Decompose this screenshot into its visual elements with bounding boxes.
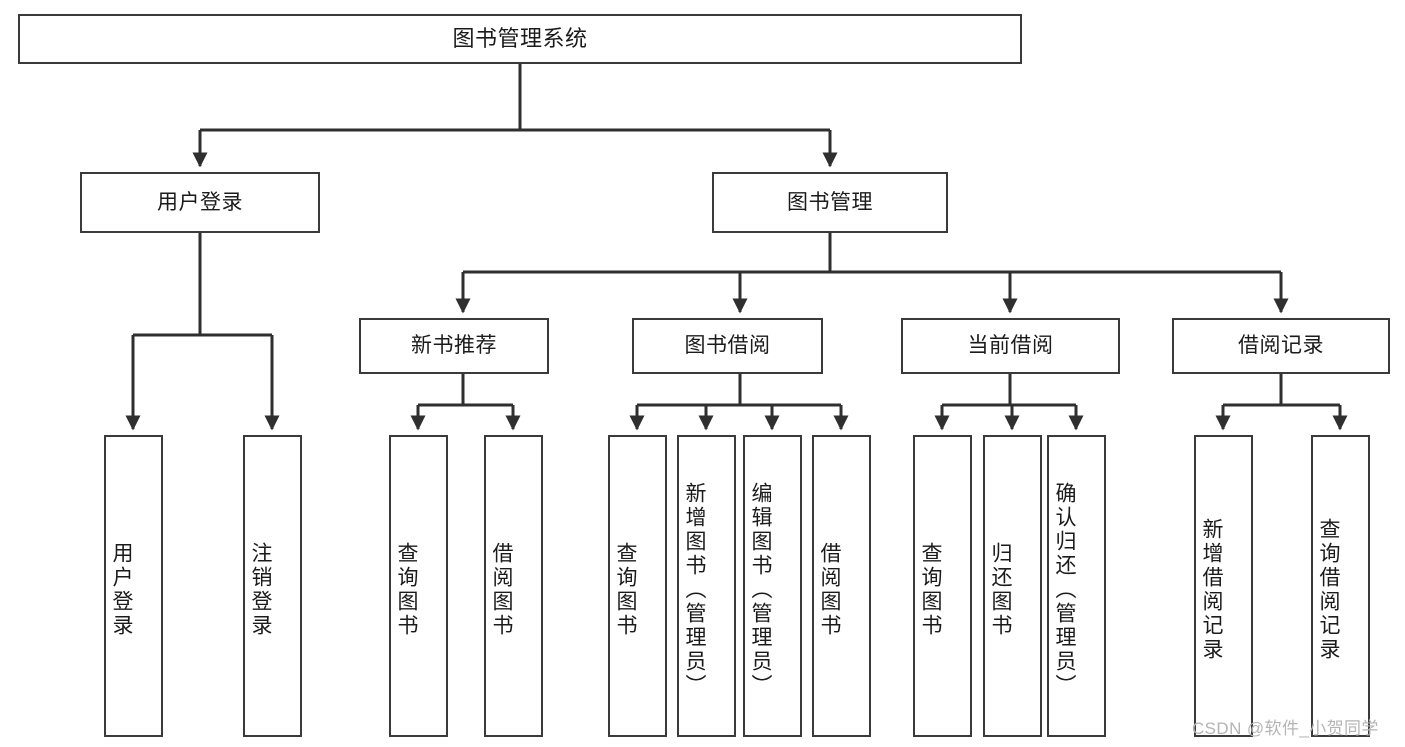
node-label: 用户登录 — [157, 190, 243, 214]
node-label: 借阅图书 — [489, 542, 513, 638]
node-label: 新增借阅记录 — [1199, 518, 1223, 662]
node-current-borrowing[interactable]: 当前借阅 — [901, 318, 1120, 374]
node-label: 归还图书 — [988, 542, 1012, 638]
leaf-current-borrow-return-books[interactable]: 归还图书 — [983, 435, 1042, 737]
node-label: 图书借阅 — [684, 334, 771, 358]
node-label: 确认归还（管理员） — [1052, 482, 1076, 698]
node-label: 新书推荐 — [411, 334, 497, 358]
node-label: 当前借阅 — [967, 334, 1054, 358]
node-book-borrowing[interactable]: 图书借阅 — [632, 318, 823, 374]
node-label: 借阅记录 — [1238, 334, 1324, 358]
node-new-book-recommendation[interactable]: 新书推荐 — [359, 318, 549, 374]
node-borrowing-records[interactable]: 借阅记录 — [1172, 318, 1390, 374]
leaf-borrow-record-query-record[interactable]: 查询借阅记录 — [1311, 435, 1370, 737]
leaf-new-book-borrow-books[interactable]: 借阅图书 — [484, 435, 543, 737]
node-label: 新增图书（管理员） — [682, 482, 706, 698]
node-label: 查询图书 — [394, 542, 418, 638]
node-user-login[interactable]: 用户登录 — [80, 172, 320, 233]
leaf-book-borrow-query-books[interactable]: 查询图书 — [608, 435, 667, 737]
leaf-borrow-record-add-record[interactable]: 新增借阅记录 — [1194, 435, 1253, 737]
node-label: 图书管理 — [787, 190, 873, 214]
node-label: 借阅图书 — [817, 542, 841, 638]
leaf-user-login-login[interactable]: 用户登录 — [104, 435, 163, 737]
node-root-book-management-system[interactable]: 图书管理系统 — [18, 14, 1022, 64]
node-label: 查询图书 — [918, 542, 942, 638]
leaf-book-borrow-add-book-admin[interactable]: 新增图书（管理员） — [677, 435, 736, 737]
node-label: 查询图书 — [613, 542, 637, 638]
leaf-user-login-logout[interactable]: 注销登录 — [243, 435, 302, 737]
csdn-watermark: CSDN @软件_小贺同学 — [1192, 719, 1379, 738]
leaf-book-borrow-edit-book-admin[interactable]: 编辑图书（管理员） — [743, 435, 802, 737]
node-label: 查询借阅记录 — [1316, 518, 1340, 662]
leaf-current-borrow-confirm-return-admin[interactable]: 确认归还（管理员） — [1047, 435, 1106, 737]
leaf-current-borrow-query-books[interactable]: 查询图书 — [913, 435, 972, 737]
node-label: 图书管理系统 — [452, 25, 588, 51]
node-label: 编辑图书（管理员） — [748, 482, 772, 698]
leaf-new-book-query-books[interactable]: 查询图书 — [389, 435, 448, 737]
node-book-management[interactable]: 图书管理 — [712, 172, 948, 233]
node-label: 注销登录 — [248, 542, 272, 638]
leaf-book-borrow-borrow-books[interactable]: 借阅图书 — [812, 435, 871, 737]
node-label: 用户登录 — [109, 542, 133, 638]
